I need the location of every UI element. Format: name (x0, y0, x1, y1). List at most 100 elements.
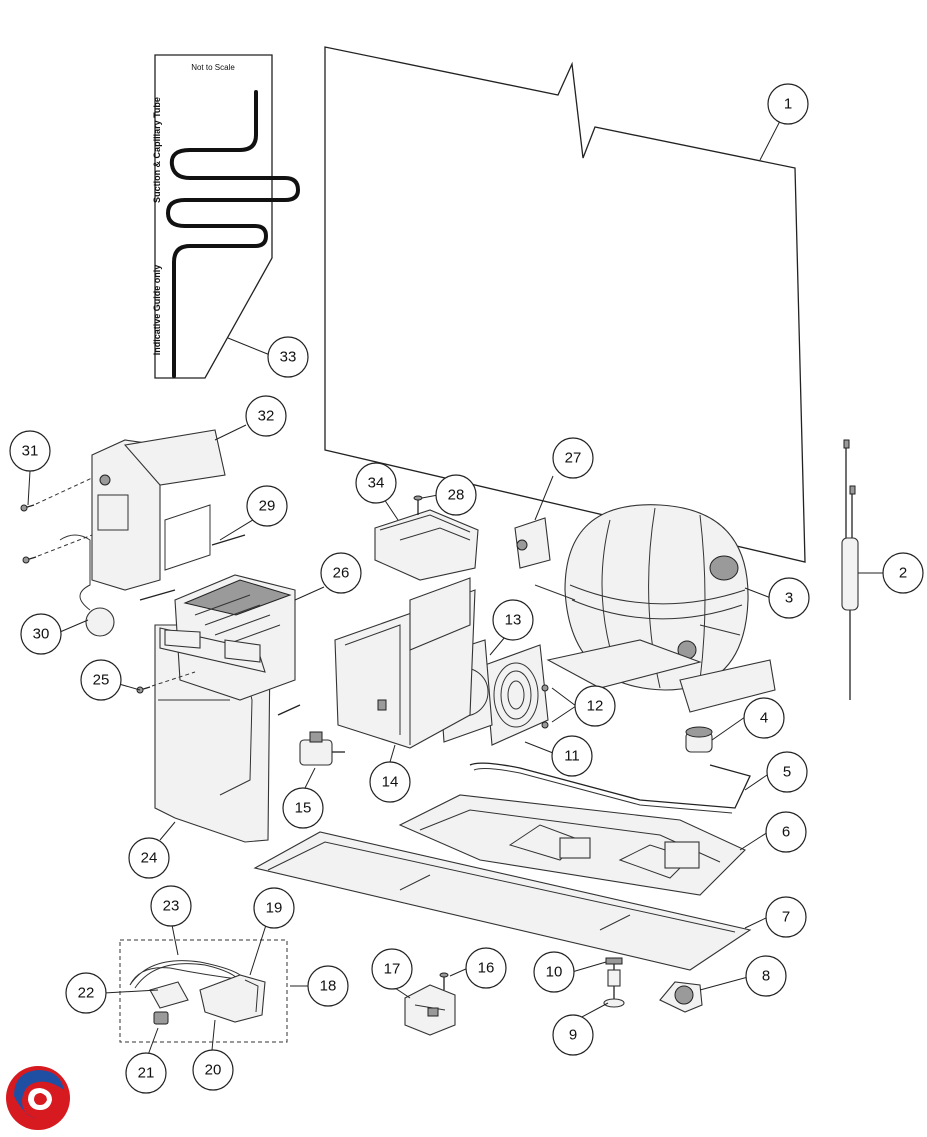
svg-text:14: 14 (382, 774, 399, 791)
svg-text:9: 9 (569, 1027, 577, 1044)
castor-wheel (659, 981, 703, 1013)
svg-text:11: 11 (564, 748, 580, 765)
drain-tube (469, 762, 751, 809)
mounting-bracket (404, 984, 456, 1036)
svg-text:19: 19 (266, 900, 283, 917)
callout-13: 13 (492, 599, 534, 641)
svg-text:18: 18 (320, 978, 337, 995)
callout-22: 22 (65, 972, 107, 1014)
svg-text:20: 20 (205, 1062, 222, 1079)
tube-label: Suction & Capillary Tube (152, 97, 162, 203)
fan-screw-1 (541, 684, 549, 692)
svg-text:24: 24 (141, 850, 158, 867)
callout-33: 33 (267, 336, 309, 378)
svg-text:31: 31 (22, 443, 39, 460)
callout-16: 16 (465, 947, 507, 989)
leader-lines (27, 120, 885, 1056)
svg-text:23: 23 (163, 898, 180, 915)
screws (20, 477, 196, 694)
svg-text:34: 34 (368, 475, 385, 492)
leveling-foot (603, 957, 625, 1008)
callout-14: 14 (369, 761, 411, 803)
base-rail (253, 831, 752, 971)
callout-32: 32 (245, 395, 287, 437)
evaporator-housing (159, 627, 266, 673)
fan-screw-2 (541, 721, 549, 729)
evaporator-coil (139, 574, 301, 716)
callout-3: 3 (768, 577, 810, 619)
callout-23: 23 (150, 885, 192, 927)
not-to-scale-note: Not to Scale (191, 63, 235, 72)
svg-text:8: 8 (762, 968, 770, 985)
screw-16 (439, 972, 449, 990)
callout-27: 27 (552, 437, 594, 479)
callout-7: 7 (765, 896, 807, 938)
guide-label: Indicative Guide only (152, 265, 162, 356)
callout-6: 6 (765, 811, 807, 853)
fan-guard (484, 644, 549, 746)
callout-20: 20 (192, 1049, 234, 1091)
callout-2: 2 (882, 552, 924, 594)
svg-text:22: 22 (78, 985, 95, 1002)
valve-fitting (299, 731, 345, 766)
callout-5: 5 (766, 751, 808, 793)
svg-text:7: 7 (782, 909, 790, 926)
callout-15: 15 (282, 787, 324, 829)
svg-text:5: 5 (783, 764, 791, 781)
base-tray (398, 794, 746, 896)
condenser-bracket (334, 577, 476, 749)
grommet (685, 726, 713, 753)
svg-text:6: 6 (782, 824, 790, 841)
thermostat (514, 517, 551, 569)
capillary-tube-path (165, 90, 301, 378)
callout-21: 21 (125, 1052, 167, 1094)
svg-text:10: 10 (546, 964, 563, 981)
tube-guide-panel: Not to Scale Suction & Capillary Tube In… (152, 54, 301, 379)
svg-text:4: 4 (760, 710, 768, 727)
svg-text:28: 28 (448, 487, 465, 504)
callout-29: 29 (246, 485, 288, 527)
svg-text:25: 25 (93, 672, 110, 689)
svg-text:26: 26 (333, 565, 350, 582)
callout-12: 12 (574, 685, 616, 727)
compressor (534, 504, 776, 713)
svg-text:3: 3 (785, 590, 793, 607)
svg-text:1: 1 (784, 96, 792, 113)
rear-panel (324, 46, 806, 563)
svg-text:21: 21 (138, 1065, 155, 1082)
svg-text:33: 33 (280, 349, 297, 366)
callout-30: 30 (20, 613, 62, 655)
callout-9: 9 (552, 1014, 594, 1056)
svg-text:32: 32 (258, 408, 275, 425)
svg-text:16: 16 (478, 960, 495, 977)
control-box (59, 429, 246, 637)
svg-text:17: 17 (384, 961, 401, 978)
sensor-probe (841, 439, 859, 700)
svg-text:29: 29 (259, 498, 276, 515)
callout-28: 28 (435, 474, 477, 516)
callout-10: 10 (533, 951, 575, 993)
callout-8: 8 (745, 955, 787, 997)
callout-34: 34 (355, 462, 397, 504)
callout-17: 17 (371, 948, 413, 990)
svg-text:27: 27 (565, 450, 582, 467)
svg-text:15: 15 (295, 800, 312, 817)
svg-text:2: 2 (899, 565, 907, 582)
svg-text:30: 30 (33, 626, 50, 643)
callout-26: 26 (320, 552, 362, 594)
callout-4: 4 (743, 697, 785, 739)
callout-24: 24 (128, 837, 170, 879)
callout-1: 1 (767, 83, 809, 125)
brand-logo-icon (6, 1066, 70, 1130)
callout-19: 19 (253, 887, 295, 929)
callout-25: 25 (80, 659, 122, 701)
svg-text:12: 12 (587, 698, 604, 715)
callout-31: 31 (9, 430, 51, 472)
inlet-kit (119, 939, 288, 1043)
callout-11: 11 (551, 735, 593, 777)
svg-text:13: 13 (505, 612, 522, 629)
control-housing (374, 495, 479, 581)
callout-18: 18 (307, 965, 349, 1007)
